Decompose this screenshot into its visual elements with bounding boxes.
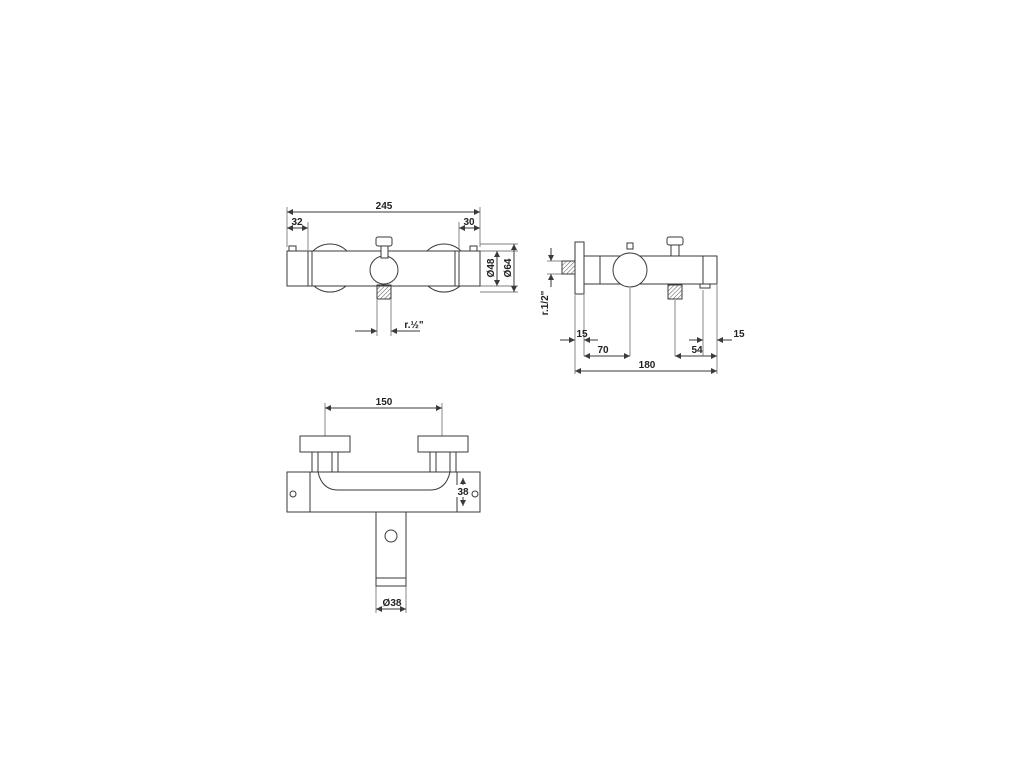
inlet-thread (561, 260, 576, 275)
top-view: 150 38 Ø38 (286, 397, 481, 613)
dim-d48: Ø48 (486, 258, 497, 277)
right-handle-cap (417, 435, 469, 453)
front-view: 245 32 30 Ø48 Ø64 (286, 201, 518, 336)
dim-245: 245 (376, 201, 393, 212)
spout-outlet-icon (384, 529, 398, 543)
left-handle-cap (299, 435, 351, 453)
dim-70: 70 (597, 345, 609, 356)
dim-thread-side: r.1/2" (540, 290, 551, 315)
mount-hole-right-icon (471, 490, 479, 498)
dim-15-left: 15 (576, 329, 588, 340)
mixer-body-top (286, 471, 481, 513)
side-view: r.1/2" 15 70 54 15 (540, 236, 745, 374)
wall-plate (574, 241, 585, 295)
dim-30: 30 (463, 217, 475, 228)
dim-54: 54 (691, 345, 703, 356)
diverter-knob-icon (375, 236, 393, 247)
spout (375, 511, 407, 587)
dim-d38: Ø38 (383, 598, 402, 609)
dim-32: 32 (291, 217, 303, 228)
diverter-ball (369, 255, 399, 285)
mount-hole-left-icon (289, 490, 297, 498)
dim-150: 150 (376, 397, 393, 408)
dim-180: 180 (639, 360, 656, 371)
dim-d64: Ø64 (503, 258, 514, 277)
dim-thread-front: r.½" (404, 320, 423, 331)
handle-side-icon (612, 252, 648, 288)
dim-38-height: 38 (457, 487, 469, 498)
outlet-thread (376, 284, 392, 300)
dim-15-right: 15 (733, 329, 745, 340)
